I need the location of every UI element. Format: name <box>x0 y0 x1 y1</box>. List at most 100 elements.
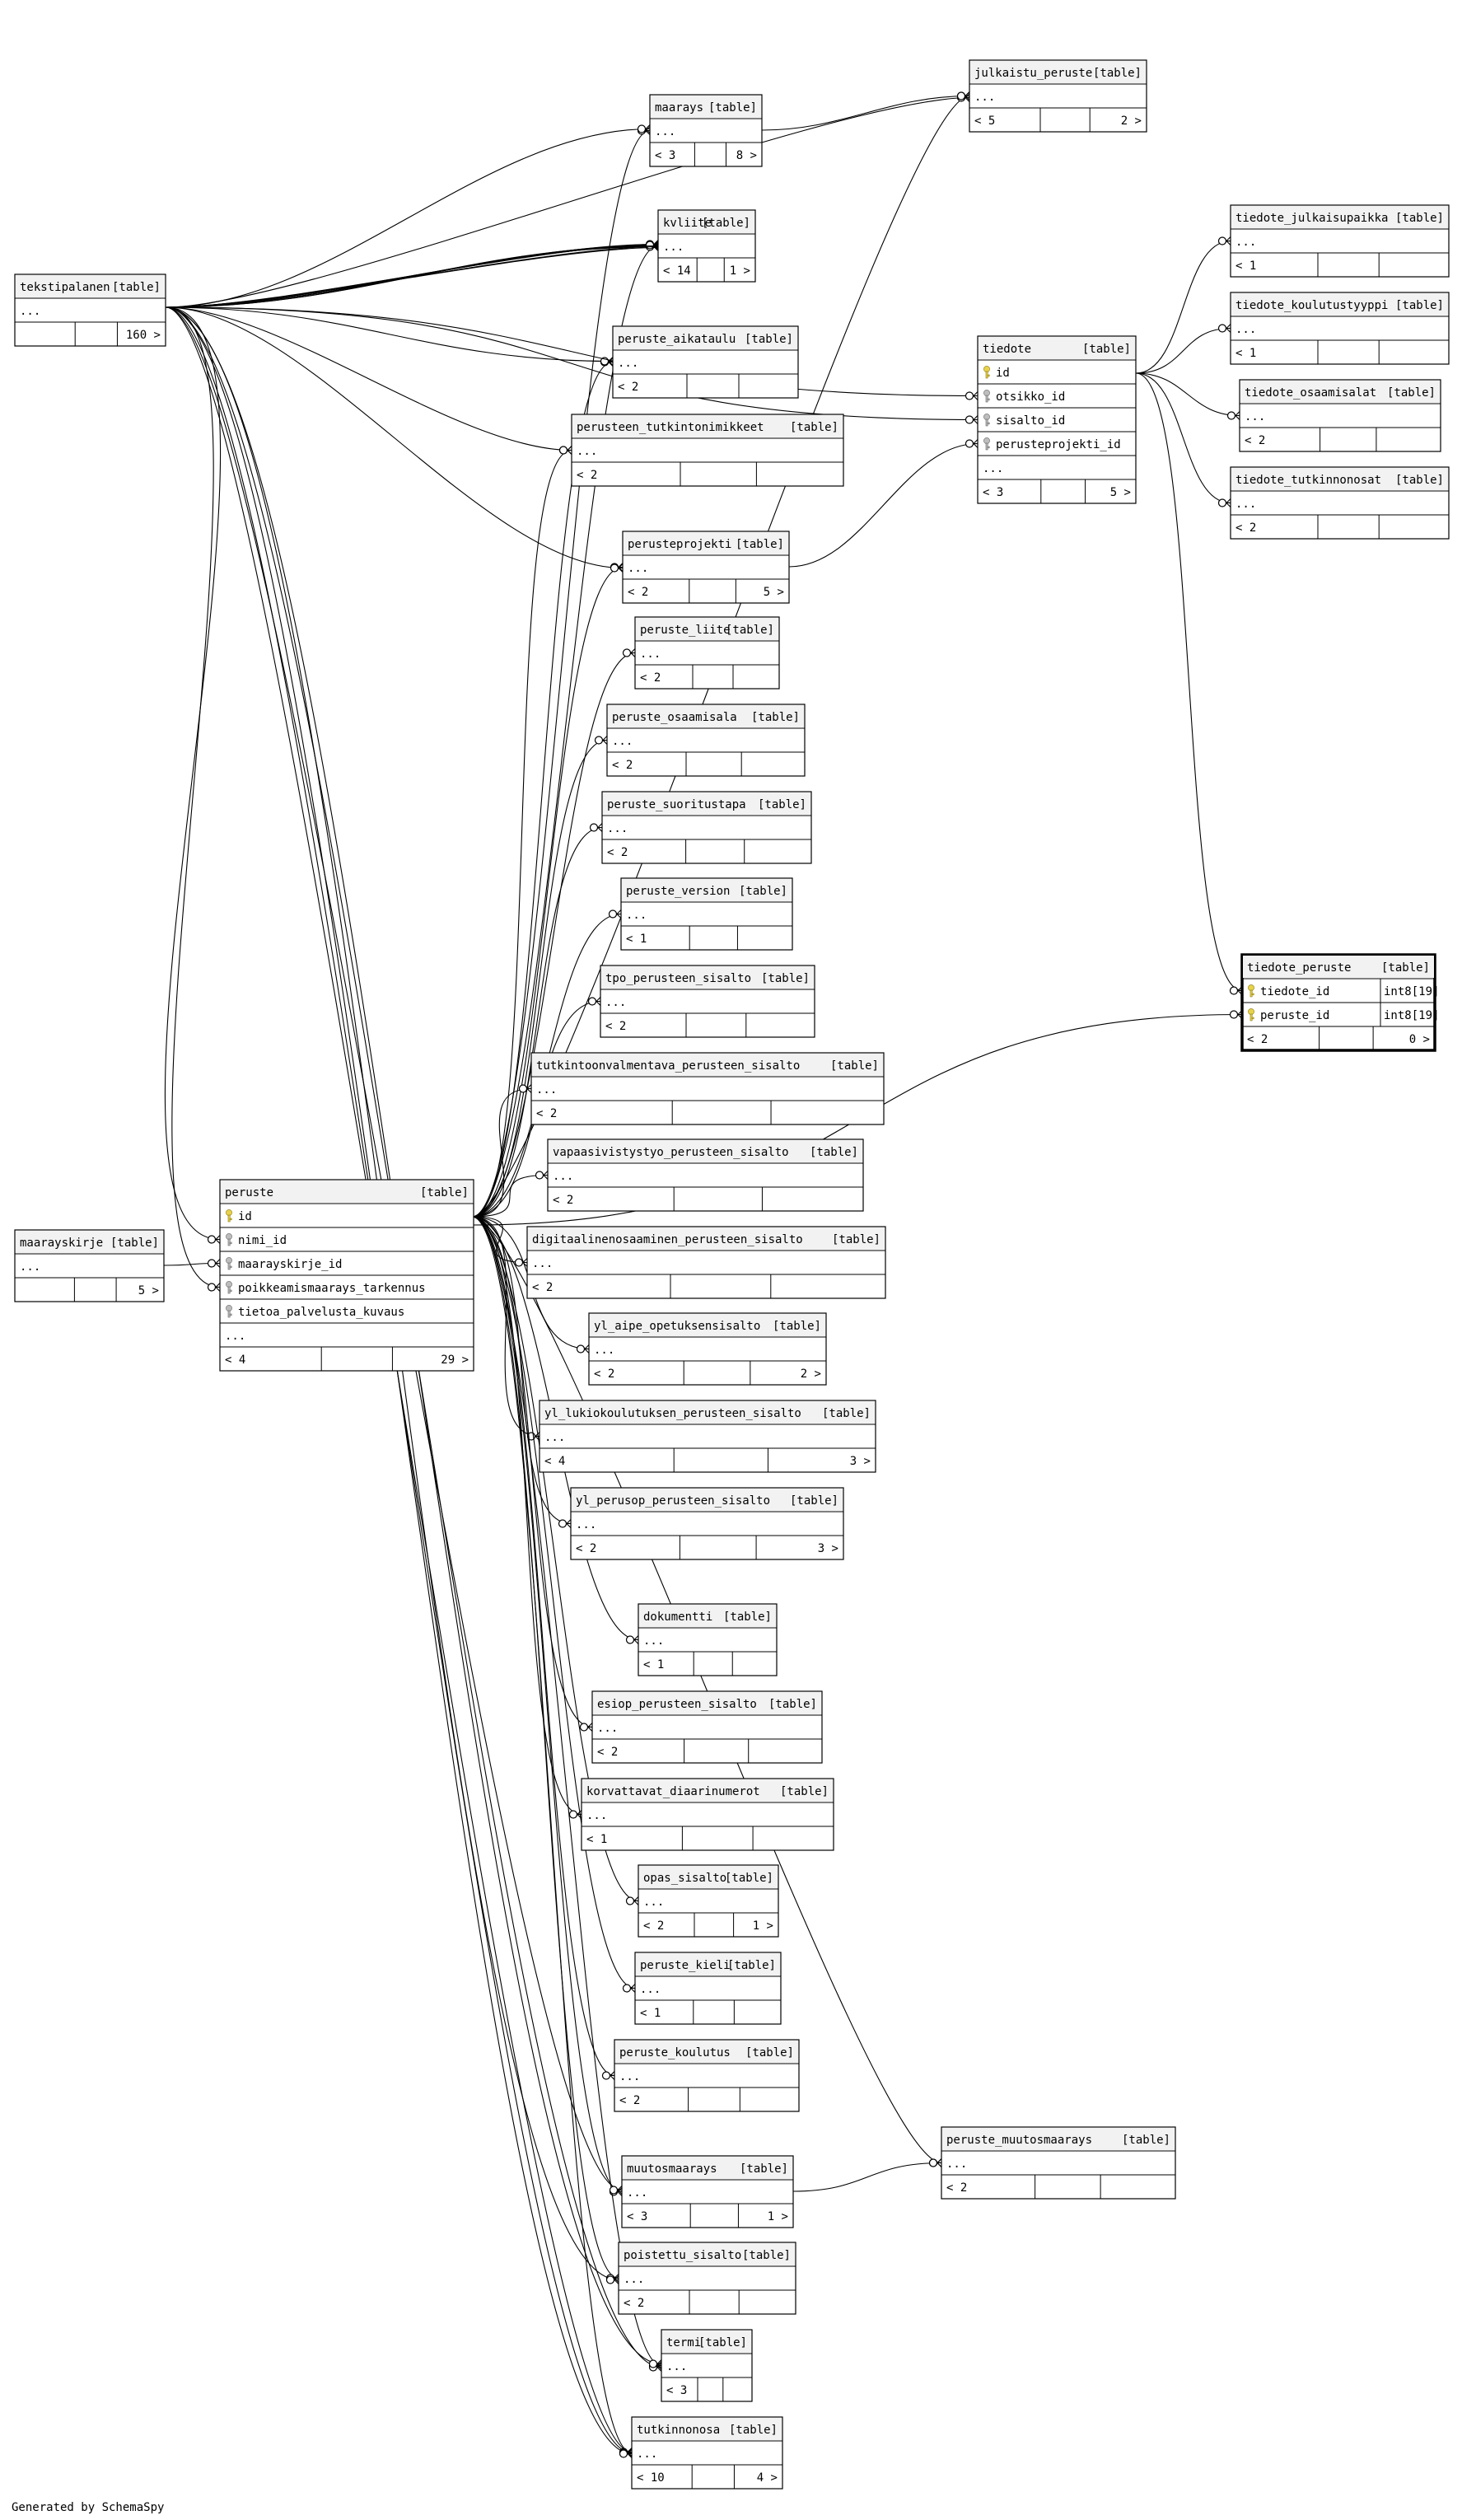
parent-count[interactable]: < 2 <box>576 1542 596 1555</box>
table-perusteen-tutkintonimikkeet[interactable]: perusteen_tutkintonimikkeet[table]...< 2 <box>571 414 844 487</box>
child-count[interactable]: 2 > <box>801 1368 821 1381</box>
table-esiop-perusteen-sisalto[interactable]: esiop_perusteen_sisalto[table]...< 2 <box>591 1690 823 1764</box>
table-digitaalinenosaaminen-perusteen-sisalto[interactable]: digitaalinenosaaminen_perusteen_sisalto[… <box>526 1226 886 1299</box>
table-name: termi <box>666 2336 701 2349</box>
table-tekstipalanen[interactable]: tekstipalanen[table]...160 > <box>14 274 166 347</box>
child-count[interactable]: 1 > <box>753 1919 773 1933</box>
parent-count[interactable]: < 3 <box>655 149 675 162</box>
child-count[interactable]: 29 > <box>441 1354 469 1367</box>
table-peruste-kieli[interactable]: peruste_kieli[table]...< 1 <box>634 1952 782 2025</box>
table-poistettu-sisalto[interactable]: poistettu_sisalto[table]...< 2 <box>618 2242 796 2315</box>
child-count[interactable]: 0 > <box>1409 1033 1430 1046</box>
parent-count[interactable]: < 4 <box>225 1354 245 1367</box>
column-name: ... <box>618 357 638 370</box>
optional-marker <box>594 736 604 745</box>
parent-count[interactable]: < 2 <box>605 1020 626 1033</box>
table-tiedote-tutkinnonosat[interactable]: tiedote_tutkinnonosat[table]...< 2 <box>1230 466 1450 540</box>
table-peruste[interactable]: peruste[table]idnimi_idmaarayskirje_idpo… <box>219 1179 474 1372</box>
parent-count[interactable]: < 2 <box>624 2297 644 2310</box>
table-tpo-perusteen-sisalto[interactable]: tpo_perusteen_sisalto[table]...< 2 <box>600 965 815 1038</box>
parent-count[interactable]: < 2 <box>553 1194 573 1207</box>
parent-count[interactable]: < 2 <box>1247 1033 1268 1046</box>
crows-foot-marker <box>965 91 970 101</box>
table-dokumentti[interactable]: dokumentti[table]...< 1 <box>638 1603 778 1676</box>
table-name: peruste_osaamisala <box>612 711 737 724</box>
table-korvattavat-diaarinumerot[interactable]: korvattavat_diaarinumerot[table]...< 1 <box>581 1778 834 1851</box>
parent-count[interactable]: < 2 <box>1235 521 1256 535</box>
child-count[interactable]: 1 > <box>768 2210 788 2223</box>
parent-count[interactable]: < 14 <box>663 264 691 278</box>
parent-count[interactable]: < 3 <box>666 2384 687 2397</box>
parent-count[interactable]: < 1 <box>643 1658 664 1671</box>
table-tiedote-osaamisalat[interactable]: tiedote_osaamisalat[table]...< 2 <box>1239 379 1441 452</box>
optional-marker <box>610 563 619 573</box>
parent-count[interactable]: < 1 <box>626 933 647 946</box>
table-yl-perusop-perusteen-sisalto[interactable]: yl_perusop_perusteen_sisalto[table]...< … <box>570 1487 844 1560</box>
parent-count[interactable]: < 4 <box>544 1455 565 1468</box>
child-count[interactable]: 2 > <box>1121 115 1142 128</box>
table-peruste-koulutus[interactable]: peruste_koulutus[table]...< 2 <box>614 2039 800 2112</box>
parent-count[interactable]: < 2 <box>619 2094 640 2107</box>
child-count[interactable]: 5 > <box>1110 486 1131 499</box>
table-peruste-version[interactable]: peruste_version[table]...< 1 <box>620 877 793 951</box>
parent-count[interactable]: < 3 <box>983 486 1003 499</box>
parent-count[interactable]: < 2 <box>536 1107 557 1120</box>
parent-count[interactable]: < 2 <box>577 469 597 482</box>
column-name: ... <box>536 1083 557 1096</box>
table-name: kvliite <box>663 217 712 230</box>
parent-count[interactable]: < 2 <box>612 759 633 772</box>
column-type: int8[19] <box>1384 1009 1439 1022</box>
table-name: peruste_aikataulu <box>618 333 736 346</box>
child-count[interactable]: 1 > <box>730 264 750 278</box>
table-tiedote-koulutustyyppi[interactable]: tiedote_koulutustyyppi[table]...< 1 <box>1230 292 1450 365</box>
parent-count[interactable]: < 2 <box>618 381 638 394</box>
parent-count[interactable]: < 2 <box>946 2181 967 2195</box>
parent-count[interactable]: < 1 <box>1235 347 1256 360</box>
table-peruste-osaamisala[interactable]: peruste_osaamisala[table]...< 2 <box>606 704 806 777</box>
parent-count[interactable]: < 2 <box>628 586 648 599</box>
table-vapaasivistystyo-perusteen-sisalto[interactable]: vapaasivistystyo_perusteen_sisalto[table… <box>547 1138 864 1212</box>
child-count[interactable]: 5 > <box>138 1284 159 1297</box>
child-count[interactable]: 160 > <box>126 329 161 342</box>
child-count[interactable]: 3 > <box>850 1455 871 1468</box>
table-name: poistettu_sisalto <box>624 2249 741 2262</box>
table-peruste-suoritustapa[interactable]: peruste_suoritustapa[table]...< 2 <box>601 791 812 864</box>
parent-count[interactable]: < 2 <box>597 1746 618 1759</box>
table-maarayskirje[interactable]: maarayskirje[table]...5 > <box>14 1229 165 1302</box>
parent-count[interactable]: < 2 <box>1245 434 1265 447</box>
child-count[interactable]: 5 > <box>764 586 784 599</box>
parent-count[interactable]: < 10 <box>637 2471 665 2485</box>
parent-count[interactable]: < 1 <box>1235 259 1256 273</box>
optional-marker <box>1229 986 1239 995</box>
table-peruste-muutosmaarays[interactable]: peruste_muutosmaarays[table]...< 2 <box>941 2126 1176 2200</box>
table-termi[interactable]: termi[table]...< 3 <box>661 2329 753 2402</box>
child-count[interactable]: 4 > <box>757 2471 778 2485</box>
parent-count[interactable]: < 1 <box>640 2007 661 2020</box>
parent-count[interactable]: < 2 <box>640 671 661 685</box>
table-peruste-aikataulu[interactable]: peruste_aikataulu[table]...< 2 <box>612 325 799 399</box>
table-tiedote-julkaisupaikka[interactable]: tiedote_julkaisupaikka[table]...< 1 <box>1230 204 1450 278</box>
parent-count[interactable]: < 2 <box>643 1919 664 1933</box>
parent-count[interactable]: < 1 <box>586 1833 607 1846</box>
table-tiedote[interactable]: tiedote[table]idotsikko_idsisalto_idperu… <box>977 335 1137 504</box>
table-peruste-liite[interactable]: peruste_liite[table]...< 2 <box>634 616 780 690</box>
parent-count[interactable]: < 2 <box>594 1368 614 1381</box>
parent-count[interactable]: < 3 <box>627 2210 647 2223</box>
parent-count[interactable]: < 2 <box>607 846 628 859</box>
table-name: yl_lukiokoulutuksen_perusteen_sisalto <box>544 1407 801 1420</box>
child-count[interactable]: 3 > <box>818 1542 838 1555</box>
table-yl-lukiokoulutuksen-perusteen-sisalto[interactable]: yl_lukiokoulutuksen_perusteen_sisalto[ta… <box>539 1400 876 1473</box>
child-count[interactable]: 8 > <box>736 149 757 162</box>
table-tutkintoonvalmentava-perusteen-sisalto[interactable]: tutkintoonvalmentava_perusteen_sisalto[t… <box>530 1052 885 1125</box>
parent-count[interactable]: < 2 <box>532 1281 553 1294</box>
parent-count[interactable]: < 5 <box>974 115 995 128</box>
